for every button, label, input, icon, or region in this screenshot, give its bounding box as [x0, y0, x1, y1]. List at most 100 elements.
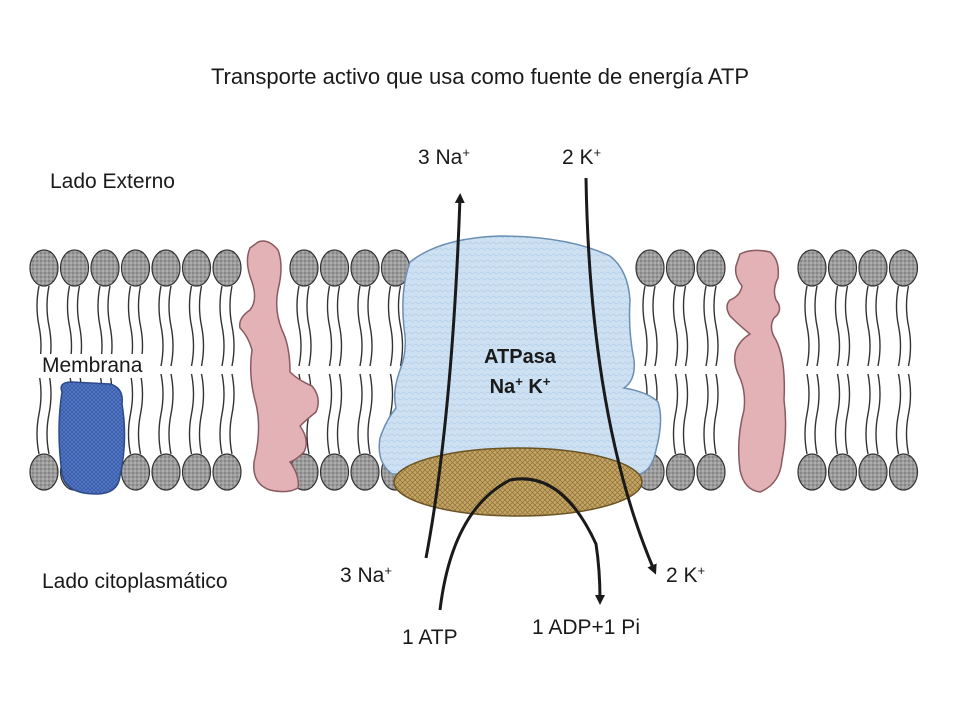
- diagram-title: Transporte activo que usa como fuente de…: [210, 64, 750, 89]
- lipid-tail: [336, 285, 343, 367]
- lipid-tail: [703, 285, 709, 367]
- atp-hydrolysis-arrow: [438, 477, 605, 611]
- lipid-head: [151, 249, 181, 287]
- lipid-tail: [895, 285, 902, 367]
- lipid-tail: [306, 285, 312, 367]
- lipid-head: [797, 453, 827, 491]
- lipid-tail: [875, 373, 881, 455]
- lipid-head: [212, 453, 242, 491]
- lipid-tail: [642, 285, 648, 367]
- lipid-tail: [137, 373, 144, 455]
- pump-name-label: ATPasa: [484, 346, 556, 368]
- na-out-arrow: [424, 193, 465, 559]
- lipid-head: [319, 249, 350, 287]
- lipid-tail: [198, 373, 205, 455]
- lipid-head: [151, 453, 181, 491]
- lipid-head: [120, 249, 151, 287]
- lipid-tail: [326, 285, 333, 367]
- atpase-pump-body: [378, 235, 662, 475]
- k-out-label: 2 K+: [562, 145, 602, 169]
- lipid-tail: [188, 373, 195, 455]
- lipid-head: [350, 453, 380, 491]
- lipid-head: [181, 249, 212, 287]
- adp-pi-label: 1 ADP+1 Pi: [532, 616, 640, 639]
- k-in-label: 2 K+: [666, 563, 706, 587]
- lipid-tail: [682, 285, 689, 367]
- lipid-tail: [198, 285, 205, 367]
- lipid-tail: [357, 285, 363, 367]
- cytoplasmic-side-label: Lado citoplasmático: [42, 570, 228, 593]
- lipid-head: [29, 249, 59, 287]
- lipid-tail: [229, 373, 235, 455]
- lipid-head: [212, 249, 242, 287]
- lipid-tail: [168, 285, 174, 367]
- lipid-head: [289, 249, 319, 287]
- lipid-head: [59, 249, 90, 287]
- lipid-tail: [188, 285, 195, 367]
- na-in-label: 3 Na+: [340, 563, 392, 587]
- pump-ions-label: Na+ K+: [489, 374, 551, 398]
- lipid-tail: [229, 285, 235, 367]
- lipid-tail: [367, 373, 373, 455]
- lipid-tail: [219, 373, 225, 455]
- lipid-tail: [158, 285, 164, 367]
- lipid-tail: [397, 285, 404, 367]
- lipid-tail: [36, 373, 42, 455]
- lipid-tail: [814, 373, 820, 455]
- lipid-tail: [296, 285, 302, 367]
- lipid-head: [827, 453, 858, 491]
- membrane-label: Membrana: [38, 354, 147, 378]
- lipid-tail: [804, 373, 810, 455]
- k-in-arrow: [584, 177, 657, 575]
- lipid-head: [858, 453, 888, 491]
- lipid-tail: [367, 285, 373, 367]
- lipid-tail: [814, 285, 820, 367]
- lipid-tail: [326, 373, 333, 455]
- lipid-tail: [336, 373, 343, 455]
- pink-protein-left: [238, 240, 319, 493]
- lipid-tail: [844, 373, 851, 455]
- lipid-tail: [219, 285, 225, 367]
- lipid-tail: [865, 285, 871, 367]
- lipid-tail: [875, 285, 881, 367]
- external-side-label: Lado Externo: [50, 170, 175, 193]
- lipid-tail: [905, 373, 912, 455]
- atp-label: 1 ATP: [402, 626, 458, 649]
- lipid-tail: [844, 285, 851, 367]
- lipid-head: [888, 249, 919, 287]
- lipid-tail: [804, 285, 810, 367]
- lipid-head: [120, 453, 151, 491]
- lipid-head: [858, 249, 888, 287]
- lipid-head: [888, 453, 919, 491]
- pink-protein-right: [726, 249, 787, 493]
- lipid-tail: [168, 373, 174, 455]
- lipid-head: [797, 249, 827, 287]
- lipid-head: [696, 249, 726, 287]
- membrane-proteins: [58, 235, 787, 517]
- lipid-tail: [46, 373, 52, 455]
- lipid-tail: [387, 285, 394, 367]
- ion-arrows: [424, 177, 657, 611]
- lipid-tail: [713, 285, 719, 367]
- lipid-tail: [834, 285, 841, 367]
- lipid-tail: [672, 373, 679, 455]
- lipid-head: [29, 453, 59, 491]
- lipid-head: [90, 249, 120, 287]
- lipid-head: [665, 249, 696, 287]
- lipid-head: [696, 453, 726, 491]
- lipid-head: [181, 453, 212, 491]
- lipid-head: [635, 249, 665, 287]
- lipid-tail: [713, 373, 719, 455]
- lipid-tail: [682, 373, 689, 455]
- na-out-label: 3 Na+: [418, 145, 470, 169]
- lipid-tail: [158, 373, 164, 455]
- lipid-tail: [357, 373, 363, 455]
- lipid-head: [350, 249, 380, 287]
- atpase-pump-base: [393, 447, 643, 517]
- blue-protein: [58, 381, 126, 495]
- lipid-tail: [672, 285, 679, 367]
- lipid-tail: [703, 373, 709, 455]
- lipid-tail: [895, 373, 902, 455]
